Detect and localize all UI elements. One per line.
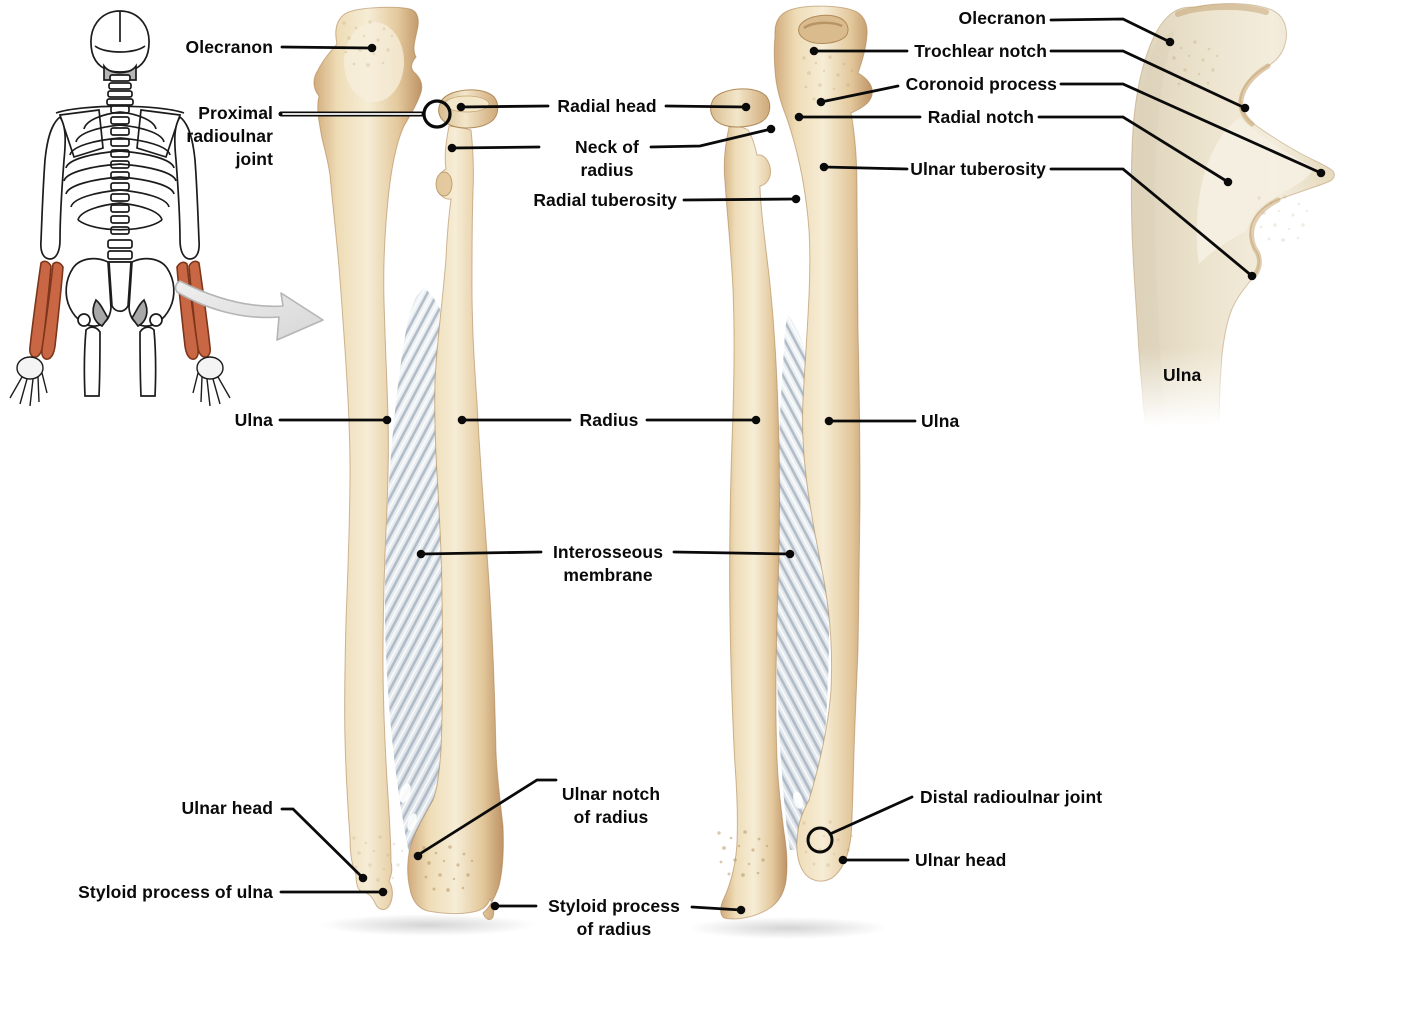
leader-ulna-left — [278, 415, 392, 425]
label-ulnar-tuberosity: Ulnar tuberosity — [910, 159, 1046, 179]
leader-radial-tuberosity — [682, 194, 801, 204]
leader-ulnar-head-left — [280, 807, 368, 883]
pelvis — [65, 257, 175, 328]
forearm-highlight-right — [176, 260, 211, 360]
leader-ulnar-head-right — [838, 855, 910, 865]
label-ulna-closeup: Ulna — [1163, 365, 1202, 385]
label-radial-head: Radial head — [557, 96, 657, 116]
leader-ulnar-tuberosity — [819, 162, 1257, 281]
label-radial-tuberosity: Radial tuberosity — [533, 190, 677, 210]
shadow-pair2 — [688, 917, 888, 939]
label-ulna-left: Ulna — [234, 410, 273, 430]
leader-proximal-radioulnar-joint — [278, 99, 452, 129]
olecranon-highlight — [344, 22, 404, 102]
label-distal-radioulnar-joint: Distal radioulnar joint — [920, 787, 1103, 807]
femur-left — [83, 326, 101, 397]
leader-olecranon-right — [1049, 17, 1175, 47]
leader-trochlear-notch — [809, 46, 1250, 113]
ulna-bone-posterior — [773, 5, 873, 882]
label-styloid-process-of-radius: Styloid process of radius — [548, 896, 680, 939]
forearm-highlight-left — [29, 260, 64, 360]
label-ulnar-head-right: Ulnar head — [915, 850, 1007, 870]
leader-interosseous-membrane — [416, 549, 795, 559]
trochlear-notch-shadow — [803, 21, 843, 30]
shadow-pair1 — [320, 914, 536, 936]
label-olecranon-right: Olecranon — [958, 8, 1046, 28]
radius-bone-posterior — [720, 125, 788, 920]
skeleton-inset — [9, 10, 231, 407]
circle-annotation-proximal — [422, 99, 452, 129]
label-ulnar-head-left: Ulnar head — [181, 798, 273, 818]
ribcage — [63, 111, 177, 231]
leader-coronoid-process — [816, 82, 1326, 178]
leader-styloid-process-of-ulna — [279, 887, 388, 897]
leader-neck-of-radius — [447, 124, 776, 153]
hand-right — [192, 356, 231, 407]
closeup-notch-crust — [1238, 63, 1271, 127]
label-radial-notch: Radial notch — [927, 107, 1034, 127]
label-neck-of-radius: Neck of radius — [575, 137, 639, 180]
leader-radial-head — [456, 102, 751, 112]
closeup-fade — [1108, 348, 1402, 440]
forearm-anterior-view — [313, 6, 504, 921]
label-proximal-radioulnar-joint: Proximal radioulnar joint — [186, 103, 273, 169]
scapula-left — [58, 109, 104, 159]
label-ulna-right: Ulna — [921, 411, 960, 431]
ulna-bone-anterior — [313, 6, 423, 911]
label-styloid-process-of-ulna: Styloid process of ulna — [78, 882, 273, 902]
closeup-lower-crust — [1249, 197, 1281, 278]
forearm-posterior-view — [710, 5, 873, 920]
femur-right — [139, 326, 157, 397]
label-olecranon-left: Olecranon — [185, 37, 273, 57]
radius-bone-anterior — [407, 125, 504, 921]
leader-radius — [457, 415, 761, 425]
label-coronoid-process: Coronoid process — [905, 74, 1057, 94]
leader-radial-notch — [794, 112, 1233, 187]
leader-ulna-right — [824, 416, 917, 426]
leader-distal-radioulnar-joint — [806, 795, 914, 854]
radial-head-dish — [444, 95, 490, 113]
hand-left — [9, 356, 48, 407]
leader-olecranon-left — [280, 43, 377, 53]
closeup-top-crust — [1175, 3, 1269, 17]
leader-ulnar-notch-of-radius — [413, 778, 558, 861]
closeup-articular-surface — [1196, 118, 1314, 264]
label-radius: Radius — [579, 410, 639, 430]
interosseous-membrane-anterior — [384, 288, 456, 858]
leader-lines — [278, 17, 1326, 915]
label-ulnar-notch-of-radius: Ulnar notch of radius — [561, 784, 661, 827]
scapula-right — [136, 109, 182, 159]
circle-annotation-distal — [806, 826, 834, 854]
cervical-spine — [106, 74, 134, 106]
closeup-fade-solid — [1108, 436, 1402, 496]
leader-styloid-process-of-radius — [490, 901, 746, 915]
zoom-arrow — [174, 280, 324, 341]
radial-tuberosity-bump — [435, 171, 453, 197]
label-interosseous-membrane: Interosseous membrane — [552, 542, 664, 585]
label-trochlear-notch: Trochlear notch — [914, 41, 1047, 61]
trochlear-notch-dish — [798, 14, 849, 44]
humerus-left — [40, 115, 67, 260]
ulna-closeup-view — [1108, 3, 1402, 496]
humerus-right — [173, 115, 200, 260]
